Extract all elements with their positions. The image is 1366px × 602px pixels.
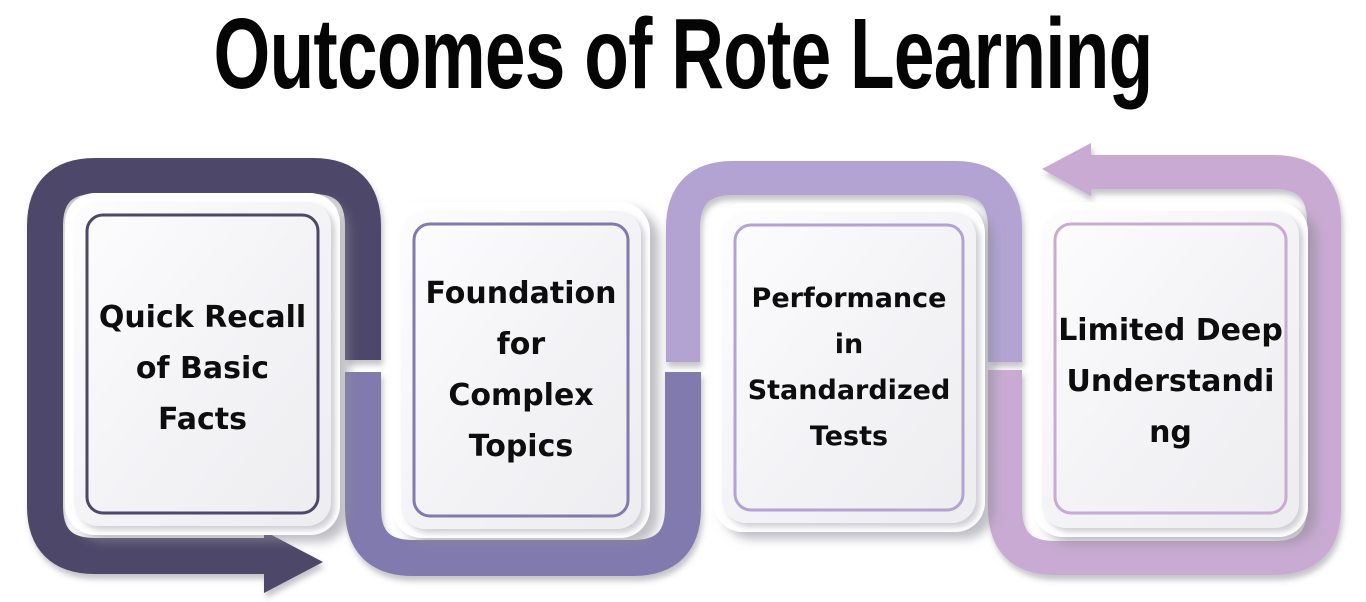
connector-ring-1-band xyxy=(27,158,381,574)
arrow-right-icon xyxy=(264,531,323,593)
connector-ring-2-band xyxy=(345,372,701,576)
card-1-surface xyxy=(74,202,331,526)
arrow-left-icon xyxy=(1042,143,1091,196)
connector-ring-3-band xyxy=(666,161,1022,362)
card-3 xyxy=(713,203,985,532)
card-2 xyxy=(392,202,650,538)
card-3-border xyxy=(733,223,965,512)
card-4-border xyxy=(1053,222,1288,515)
card-2-surface xyxy=(401,211,641,529)
card-4-surface xyxy=(1042,211,1299,528)
card-2-label: Foundation for Complex Topics xyxy=(425,276,617,464)
page-title: Outcomes of Rote Learning xyxy=(213,0,1154,110)
card-4-label: Limited Deep Understandi ng xyxy=(1058,313,1283,450)
card-1 xyxy=(65,193,340,535)
connector-ring-2 xyxy=(345,372,701,576)
connector-ring-3 xyxy=(666,161,1022,362)
card-3-surface xyxy=(722,212,976,523)
card-1-border xyxy=(85,213,320,515)
card-4 xyxy=(1033,202,1308,537)
connector-ring-4-band xyxy=(988,155,1341,575)
connector-ring-4 xyxy=(988,143,1341,575)
connector-ring-1 xyxy=(27,158,381,593)
card-1-label: Quick Recall of Basic Facts xyxy=(98,299,307,437)
card-3-label: Performance in Standardized Tests xyxy=(747,282,951,452)
card-2-border xyxy=(412,222,630,518)
